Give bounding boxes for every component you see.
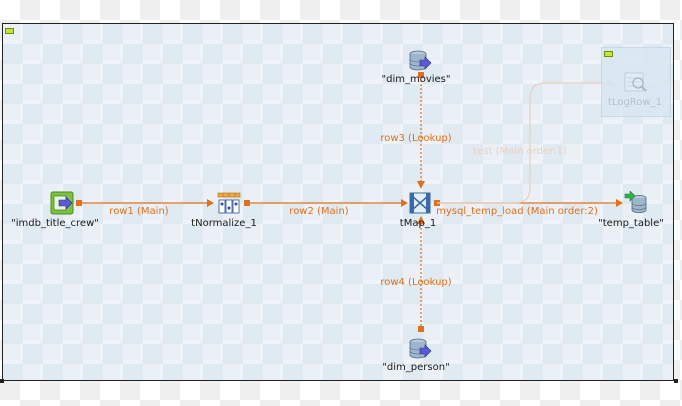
component-label: tMap_1	[399, 218, 437, 229]
subjob-collapse-toggle[interactable]	[5, 28, 14, 34]
component-label: "temp_table"	[598, 218, 664, 229]
component-temp-table[interactable]	[624, 191, 648, 215]
component-label: "dim_movies"	[381, 74, 451, 85]
db-input-icon	[409, 50, 432, 71]
subjob-corner-handle	[0, 379, 4, 383]
map-icon	[409, 192, 431, 214]
db-input-icon	[409, 338, 432, 359]
log-row-icon	[624, 72, 647, 92]
component-label: "imdb_title_crew"	[11, 218, 99, 229]
link-label-row1[interactable]: row1 (Main)	[109, 206, 169, 217]
deactivated-subjob-panel[interactable]	[601, 47, 671, 117]
link-label-row4[interactable]: row4 (Lookup)	[380, 277, 452, 288]
link-label-row2[interactable]: row2 (Main)	[289, 206, 349, 217]
link-label-test[interactable]: test (Main order:1)	[473, 146, 567, 157]
input-component-icon	[50, 191, 74, 215]
db-output-icon	[624, 191, 647, 213]
subjob-container[interactable]	[2, 23, 674, 381]
component-label: tLogRow_1	[608, 97, 662, 108]
component-dim-person[interactable]	[408, 337, 432, 361]
link-label-row3[interactable]: row3 (Lookup)	[380, 133, 452, 144]
component-dim-movies[interactable]	[408, 49, 432, 73]
component-tlogrow[interactable]	[624, 71, 648, 95]
component-imdb-title-crew[interactable]	[50, 191, 74, 215]
component-label: tNormalize_1	[191, 218, 257, 229]
link-label-mysql-temp-load[interactable]: mysql_temp_load (Main order:2)	[436, 206, 598, 217]
subjob-corner-handle	[674, 379, 678, 383]
component-label: "dim_person"	[382, 362, 450, 373]
component-tnormalize[interactable]	[217, 191, 241, 215]
subjob-collapse-toggle[interactable]	[604, 51, 613, 57]
normalize-icon	[217, 192, 241, 214]
component-tmap[interactable]	[408, 191, 432, 215]
